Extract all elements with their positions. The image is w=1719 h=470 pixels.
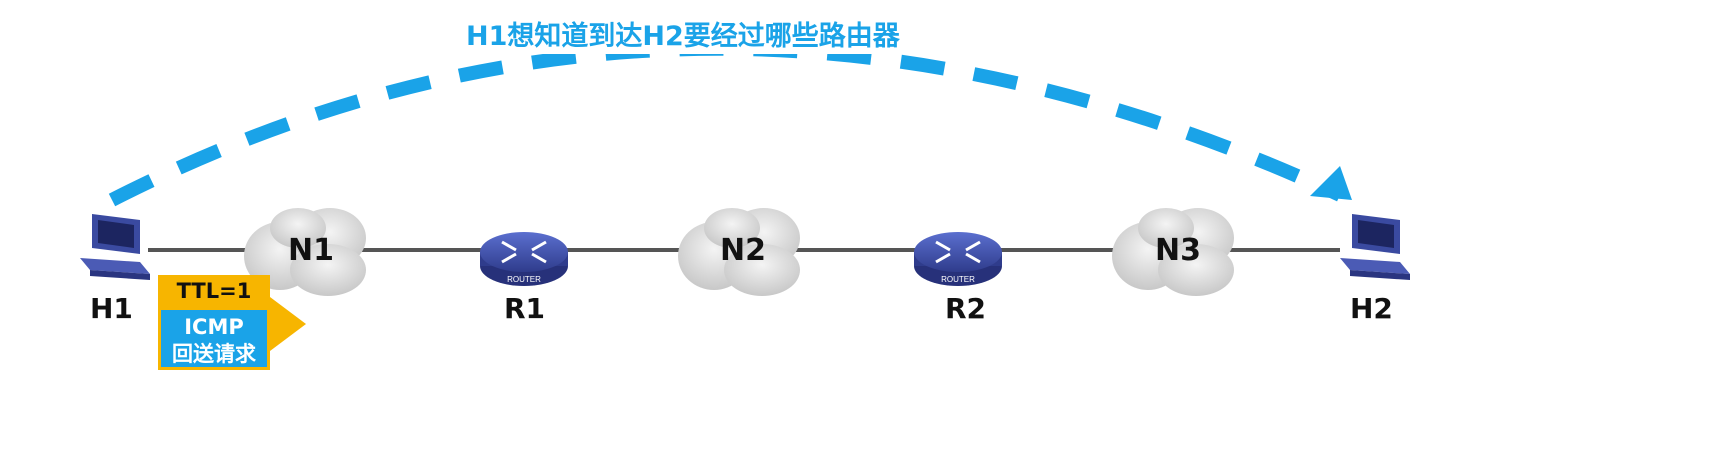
cloud-n1 [244,208,366,296]
packet-icmp-line2: 回送请求 [172,342,256,366]
host-h2-label: H2 [1350,292,1393,325]
computer-h2-icon [1340,214,1410,280]
router-r2-badge: ROUTER [941,275,975,284]
packet-icmp-box: ICMP 回送请求 [158,307,270,370]
router-r1-icon: ROUTER [480,232,568,286]
arc-arrowhead [1310,166,1352,200]
diagram-title: H1想知道到达H2要经过哪些路由器 [460,14,942,54]
router-r2-label: R2 [945,292,987,325]
packet-direction-arrow-icon [270,297,306,351]
cloud-n2 [678,208,800,296]
network-n3-label: N3 [1155,233,1201,268]
packet-ttl-field: TTL=1 [158,275,270,307]
router-r1-label: R1 [504,292,546,325]
network-n2-label: N2 [720,233,766,268]
packet-icmp-line1: ICMP [184,315,244,339]
cloud-n3 [1112,208,1234,296]
router-r2-icon: ROUTER [914,232,1002,286]
dashed-arc-path [108,41,1343,207]
computer-h1-icon [80,214,150,280]
network-n1-label: N1 [288,233,334,268]
router-r1-badge: ROUTER [507,275,541,284]
host-h1-label: H1 [90,292,133,325]
